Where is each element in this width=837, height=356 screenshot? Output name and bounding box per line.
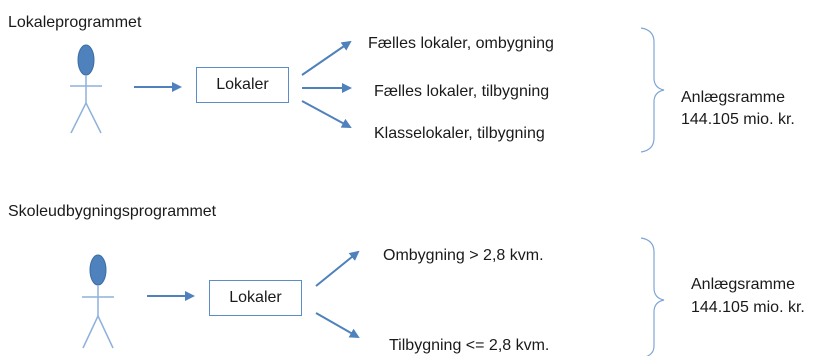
box-label: Lokaler bbox=[229, 289, 282, 306]
diagram-heading: Skoleudbygningsprogrammet bbox=[8, 203, 217, 220]
branch-label: Ombygning > 2,8 kvm. bbox=[383, 247, 544, 264]
summary-amount: 144.105 mio. kr. bbox=[681, 111, 795, 128]
summary-label: Anlægsramme bbox=[681, 89, 786, 106]
branch-arrows-icon bbox=[301, 40, 352, 128]
brace-icon bbox=[640, 27, 665, 153]
branch-label: Tilbygning <= 2,8 kvm. bbox=[389, 337, 550, 354]
summary-amount: 144.105 mio. kr. bbox=[691, 299, 805, 316]
lokaler-box: Lokaler bbox=[196, 67, 289, 103]
branch-arrows-icon bbox=[315, 250, 360, 338]
brace-icon bbox=[640, 237, 665, 356]
branch-label: Klasselokaler, tilbygning bbox=[374, 125, 545, 142]
branch-label: Fælles lokaler, ombygning bbox=[368, 35, 554, 52]
person-icon bbox=[82, 254, 114, 349]
branch-label: Fælles lokaler, tilbygning bbox=[374, 83, 550, 100]
box-label: Lokaler bbox=[216, 76, 269, 93]
person-icon bbox=[70, 44, 102, 134]
lokaler-box: Lokaler bbox=[209, 280, 302, 316]
summary-label: Anlægsramme bbox=[691, 276, 796, 293]
diagram-heading: Lokaleprogrammet bbox=[8, 14, 142, 31]
